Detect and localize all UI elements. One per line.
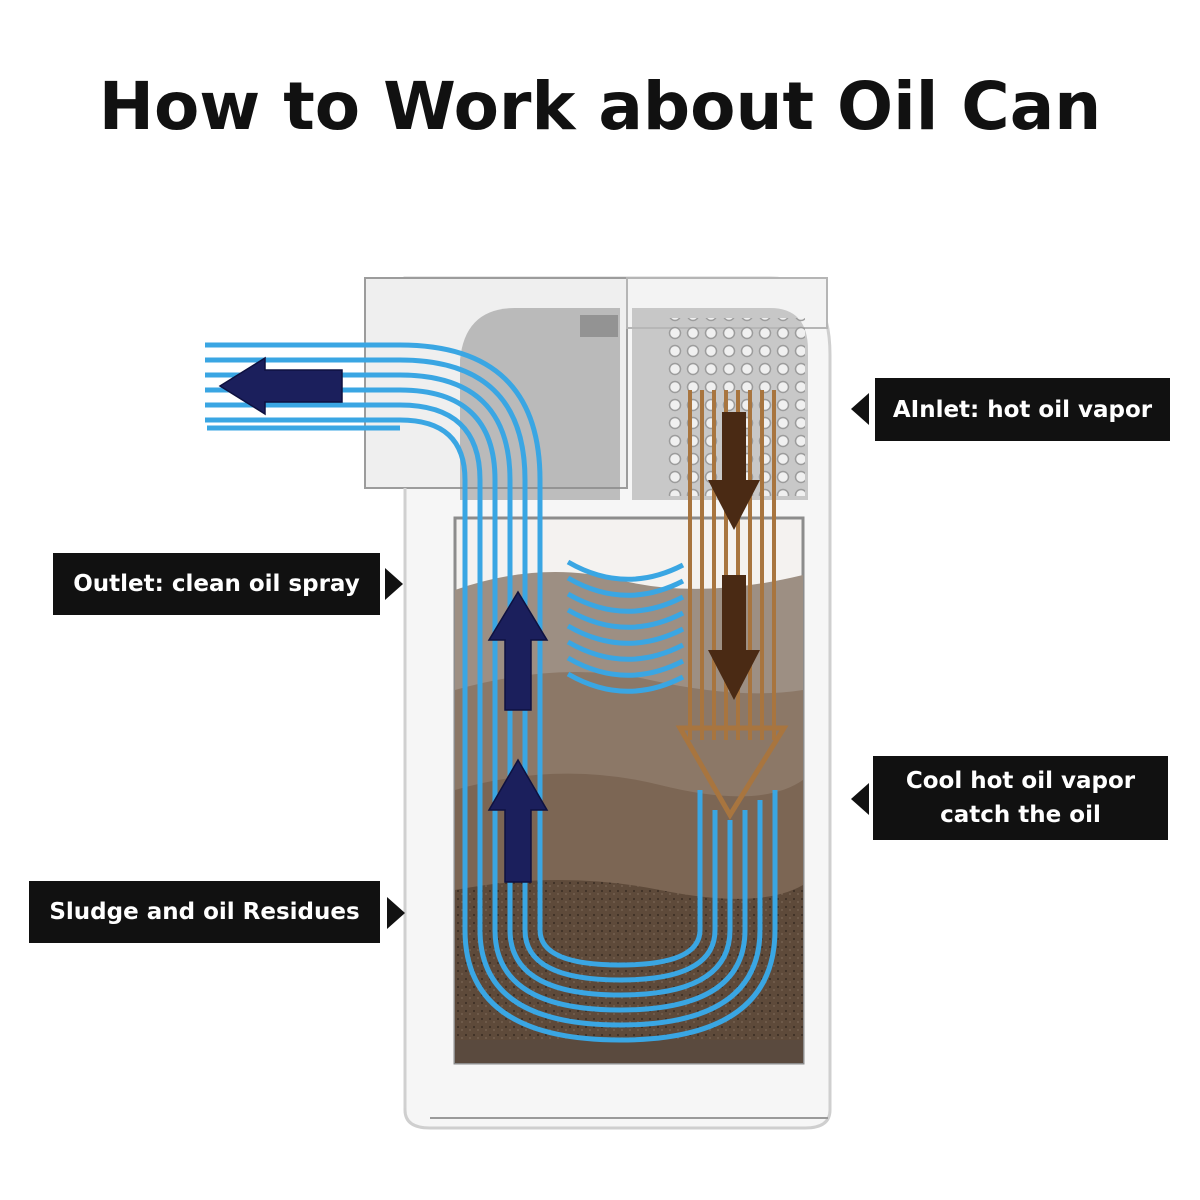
inlet-pointer	[851, 393, 869, 425]
cool-callout-line1: Cool hot oil vapor	[905, 768, 1136, 794]
vapor-arrow-bottom	[708, 575, 760, 700]
clean-oil-arrows	[218, 356, 549, 883]
cool-callout: Cool hot oil vapor catch the oil	[873, 756, 1168, 840]
sludge-callout-label: Sludge and oil Residues	[49, 899, 360, 925]
inlet-callout: AInlet: hot oil vapor	[875, 378, 1170, 441]
cool-pointer	[851, 783, 869, 815]
sludge-pointer	[387, 897, 405, 929]
clean-oil-flow-lines	[205, 342, 778, 1043]
upflow-arrow-top	[487, 590, 549, 711]
inlet-callout-label: AInlet: hot oil vapor	[892, 396, 1153, 423]
sludge-callout: Sludge and oil Residues	[29, 881, 380, 943]
upflow-arrow-bottom	[487, 758, 549, 883]
outlet-callout: Outlet: clean oil spray	[53, 553, 380, 615]
outlet-callout-label: Outlet: clean oil spray	[73, 571, 360, 597]
vapor-arrows	[708, 412, 760, 700]
outlet-arrow-left	[218, 356, 343, 416]
cool-callout-line2: catch the oil	[940, 802, 1101, 828]
outlet-pointer	[385, 568, 403, 600]
page-title: How to Work about Oil Can	[98, 68, 1102, 145]
vapor-arrow-top	[708, 412, 760, 530]
